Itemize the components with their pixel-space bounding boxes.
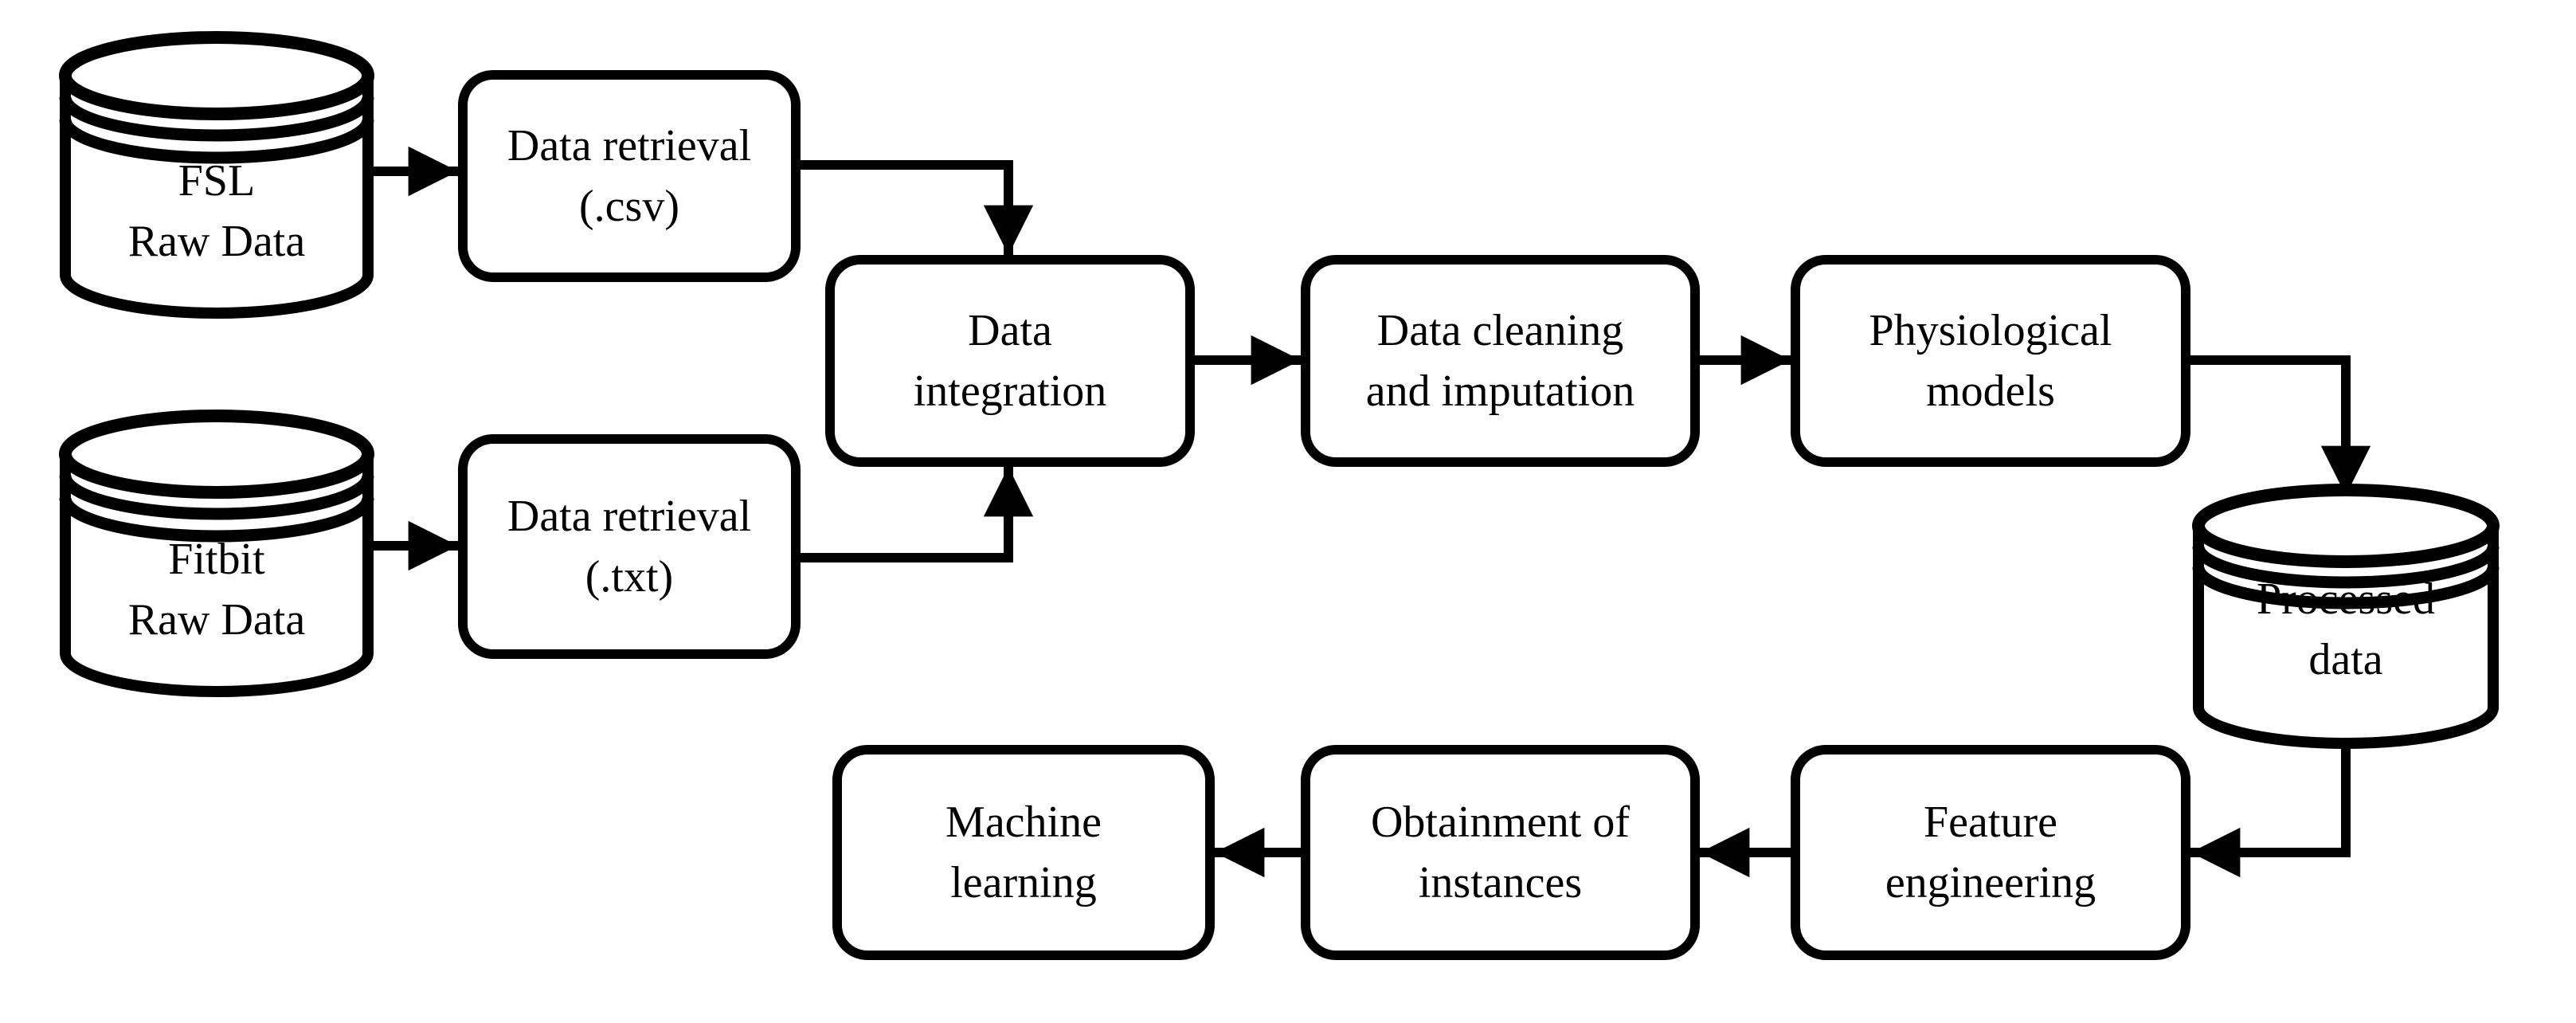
cylinder-processed-disk-line bbox=[2192, 566, 2500, 609]
node-fsl-raw-data-label: FSL Raw Data bbox=[73, 120, 360, 303]
node-label-line: Data retrieval bbox=[507, 492, 752, 541]
node-label-line: Data bbox=[968, 306, 1052, 355]
cylinder-fsl-disk-line bbox=[59, 119, 374, 164]
node-physiological-models: Physiological models bbox=[1791, 255, 2190, 467]
node-label-line: integration bbox=[913, 366, 1107, 416]
node-label-line: Physiological bbox=[1869, 306, 2112, 355]
cylinder-processed-disk-line bbox=[2192, 546, 2500, 589]
node-label-line: Obtainment of bbox=[1370, 798, 1631, 847]
node-label-line: instances bbox=[1418, 858, 1583, 907]
node-label-line: Raw Data bbox=[127, 217, 306, 266]
node-label-line: (.csv) bbox=[579, 182, 679, 231]
cylinder-fsl-disk-line bbox=[59, 96, 374, 142]
node-data-retrieval-txt: Data retrieval (.txt) bbox=[458, 434, 801, 659]
cylinder-fsl-top bbox=[59, 31, 374, 120]
node-label-line: FSL bbox=[178, 156, 256, 206]
cylinder-fitbit-disk-line bbox=[59, 475, 374, 520]
edge-csv-to-integration bbox=[801, 160, 1034, 255]
node-feature-engineering: Feature engineering bbox=[1791, 745, 2190, 960]
edge-physiological-to-processed bbox=[2190, 355, 2371, 496]
node-label-line: data bbox=[2308, 635, 2383, 684]
database-cylinder-fsl bbox=[59, 31, 374, 319]
node-machine-learning: Machine learning bbox=[832, 745, 1215, 960]
node-label-line: Data retrieval bbox=[507, 121, 752, 170]
node-label-line: Data cleaning bbox=[1376, 306, 1624, 355]
node-label-line: engineering bbox=[1885, 858, 2096, 907]
edge-txt-to-integration bbox=[801, 467, 1034, 562]
cylinder-fitbit-disk-line bbox=[59, 497, 374, 543]
node-label-line: Raw Data bbox=[127, 595, 306, 645]
node-obtainment-of-instances: Obtainment of instances bbox=[1301, 745, 1700, 960]
edge-processed-to-feature bbox=[2190, 741, 2351, 878]
node-data-cleaning-and-imputation: Data cleaning and imputation bbox=[1301, 255, 1700, 467]
node-label-line: Processed bbox=[2257, 574, 2435, 624]
node-label-line: Machine bbox=[945, 798, 1102, 847]
node-data-integration: Data integration bbox=[825, 255, 1195, 467]
node-label-line: and imputation bbox=[1365, 366, 1635, 416]
node-label-line: learning bbox=[950, 858, 1097, 907]
node-label-line: Fitbit bbox=[168, 535, 265, 584]
database-cylinder-fitbit bbox=[59, 410, 374, 697]
node-label-line: (.txt) bbox=[585, 552, 674, 602]
node-processed-data-label: Processed data bbox=[2202, 538, 2489, 721]
cylinder-fitbit-top bbox=[59, 410, 374, 499]
node-fitbit-raw-data-label: Fitbit Raw Data bbox=[73, 498, 360, 681]
node-data-retrieval-csv: Data retrieval (.csv) bbox=[458, 70, 801, 282]
node-label-line: Feature bbox=[1924, 798, 2057, 847]
node-label-line: models bbox=[1926, 366, 2055, 416]
